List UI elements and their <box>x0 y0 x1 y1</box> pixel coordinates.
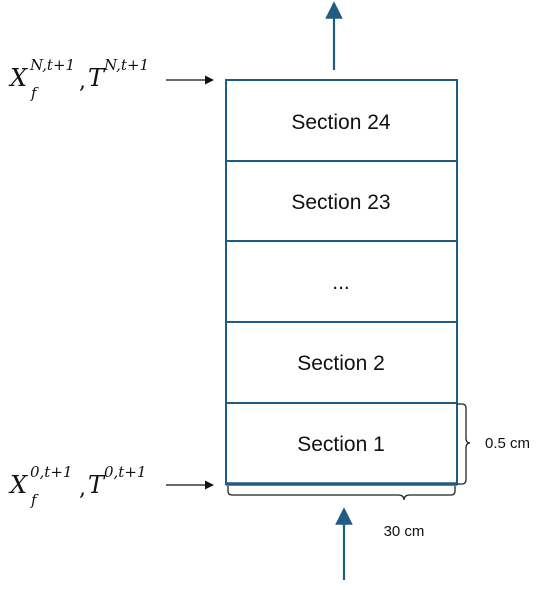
x-symbol: X <box>8 471 28 499</box>
width-brace <box>227 486 456 501</box>
section-label: Section 1 <box>297 433 385 456</box>
section-label: Section 24 <box>291 111 391 134</box>
section-height-label: 0.5 cm <box>485 435 530 452</box>
t-superscript: N,t+1 <box>103 56 149 74</box>
section-label: Section 23 <box>291 191 390 214</box>
x-symbol: X <box>8 64 28 92</box>
section-box <box>225 321 458 404</box>
bottom-input-label: X 0,t+1 f , T 0,t+1 <box>8 463 146 509</box>
x-superscript: 0,t+1 <box>30 463 72 481</box>
separator: , <box>79 69 86 94</box>
section-box <box>225 160 458 242</box>
section-box <box>225 240 458 323</box>
section-label: Section 2 <box>297 352 385 375</box>
t-superscript: 0,t+1 <box>104 463 146 481</box>
height-brace <box>457 403 471 485</box>
section-box <box>225 402 458 485</box>
top-input-label: X N,t+1 f , T N,t+1 <box>8 56 149 102</box>
separator: , <box>79 476 86 501</box>
column-width-label: 30 cm <box>384 523 425 540</box>
x-superscript: N,t+1 <box>29 56 75 74</box>
column: Section 24 Section 23 ... Section 2 Sect… <box>225 79 458 486</box>
x-subscript: f <box>30 84 39 102</box>
ellipsis-label: ... <box>332 271 350 294</box>
t-symbol: T <box>88 64 106 92</box>
x-subscript: f <box>30 491 39 509</box>
section-box <box>225 79 458 162</box>
t-symbol: T <box>88 471 106 499</box>
